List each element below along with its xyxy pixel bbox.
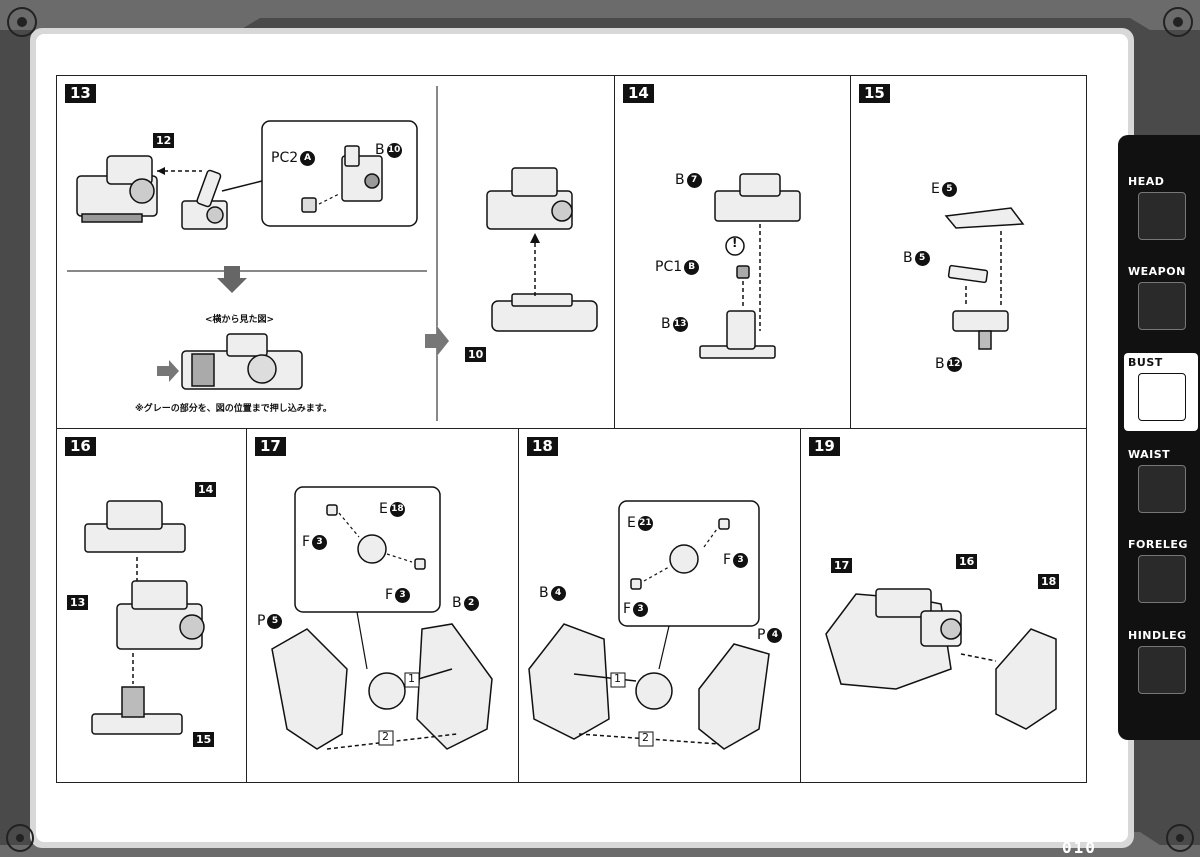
part-17-label: 17 bbox=[831, 557, 853, 573]
tab-waist[interactable]: WAIST bbox=[1124, 445, 1198, 523]
step-17-illustration bbox=[271, 486, 493, 750]
step-number: 19 bbox=[809, 437, 840, 456]
waist-icon bbox=[1138, 465, 1186, 513]
part-15-label: 15 bbox=[193, 731, 215, 747]
page-number: 010 bbox=[1062, 838, 1097, 857]
corner-bolt-icon bbox=[6, 824, 34, 852]
step-18-illustration bbox=[528, 500, 770, 750]
tab-bust[interactable]: BUST bbox=[1124, 353, 1198, 431]
arm-part-drawing bbox=[181, 169, 228, 230]
part-13-label: 13 bbox=[67, 594, 89, 610]
step-14-illustration bbox=[699, 173, 801, 359]
order-2-label: 2 bbox=[642, 731, 649, 744]
tab-hindleg[interactable]: HINDLEG bbox=[1124, 626, 1198, 704]
tab-head[interactable]: HEAD bbox=[1124, 172, 1198, 250]
part-14-label: 14 bbox=[195, 481, 217, 497]
bust-icon bbox=[1138, 373, 1186, 421]
step-number: 14 bbox=[623, 84, 654, 103]
tab-weapon[interactable]: WEAPON bbox=[1124, 262, 1198, 340]
order-2-label: 2 bbox=[382, 730, 389, 743]
step-16-illustration bbox=[84, 500, 205, 735]
step-13-illustration bbox=[67, 86, 598, 421]
tab-foreleg[interactable]: FORELEG bbox=[1124, 535, 1198, 613]
section-tabs: HEAD WEAPON BUST WAIST FORELEG HINDLEG bbox=[1118, 135, 1200, 740]
warning-icon bbox=[725, 236, 745, 256]
step-13-panel: 13 bbox=[56, 75, 616, 430]
corner-bolt-icon bbox=[1166, 824, 1194, 852]
step-number: 15 bbox=[859, 84, 890, 103]
head-icon bbox=[1138, 192, 1186, 240]
order-1-label: 1 bbox=[614, 672, 621, 685]
step-number: 17 bbox=[255, 437, 286, 456]
part-10-label: 10 bbox=[465, 346, 487, 362]
step-15-illustration bbox=[944, 207, 1025, 350]
side-view-caption: <横から見た図> bbox=[205, 315, 275, 325]
foreleg-icon bbox=[1138, 555, 1186, 603]
corner-bolt-icon bbox=[7, 7, 37, 37]
step-number: 16 bbox=[65, 437, 96, 456]
step-number: 18 bbox=[527, 437, 558, 456]
part-12-label: 12 bbox=[153, 132, 175, 148]
warning-mark: ! bbox=[732, 236, 738, 250]
step-16-panel: 16 14 13 15 bbox=[56, 428, 248, 783]
step-number: 13 bbox=[65, 84, 96, 103]
bust-part-drawing bbox=[76, 155, 158, 223]
down-arrow-icon bbox=[217, 266, 247, 293]
part-16-label: 16 bbox=[956, 553, 978, 569]
step-19-illustration bbox=[825, 588, 1057, 730]
weapon-icon bbox=[1138, 282, 1186, 330]
hindleg-icon bbox=[1138, 646, 1186, 694]
corner-bolt-icon bbox=[1163, 7, 1193, 37]
order-1-label: 1 bbox=[408, 672, 415, 685]
body-frame-drawing bbox=[486, 167, 598, 332]
assembly-note: ※グレーの部分を、図の位置まで押し込みます。 bbox=[135, 404, 332, 414]
part-18-label: 18 bbox=[1038, 573, 1060, 589]
step-19-panel: 19 17 16 18 bbox=[800, 428, 1087, 783]
